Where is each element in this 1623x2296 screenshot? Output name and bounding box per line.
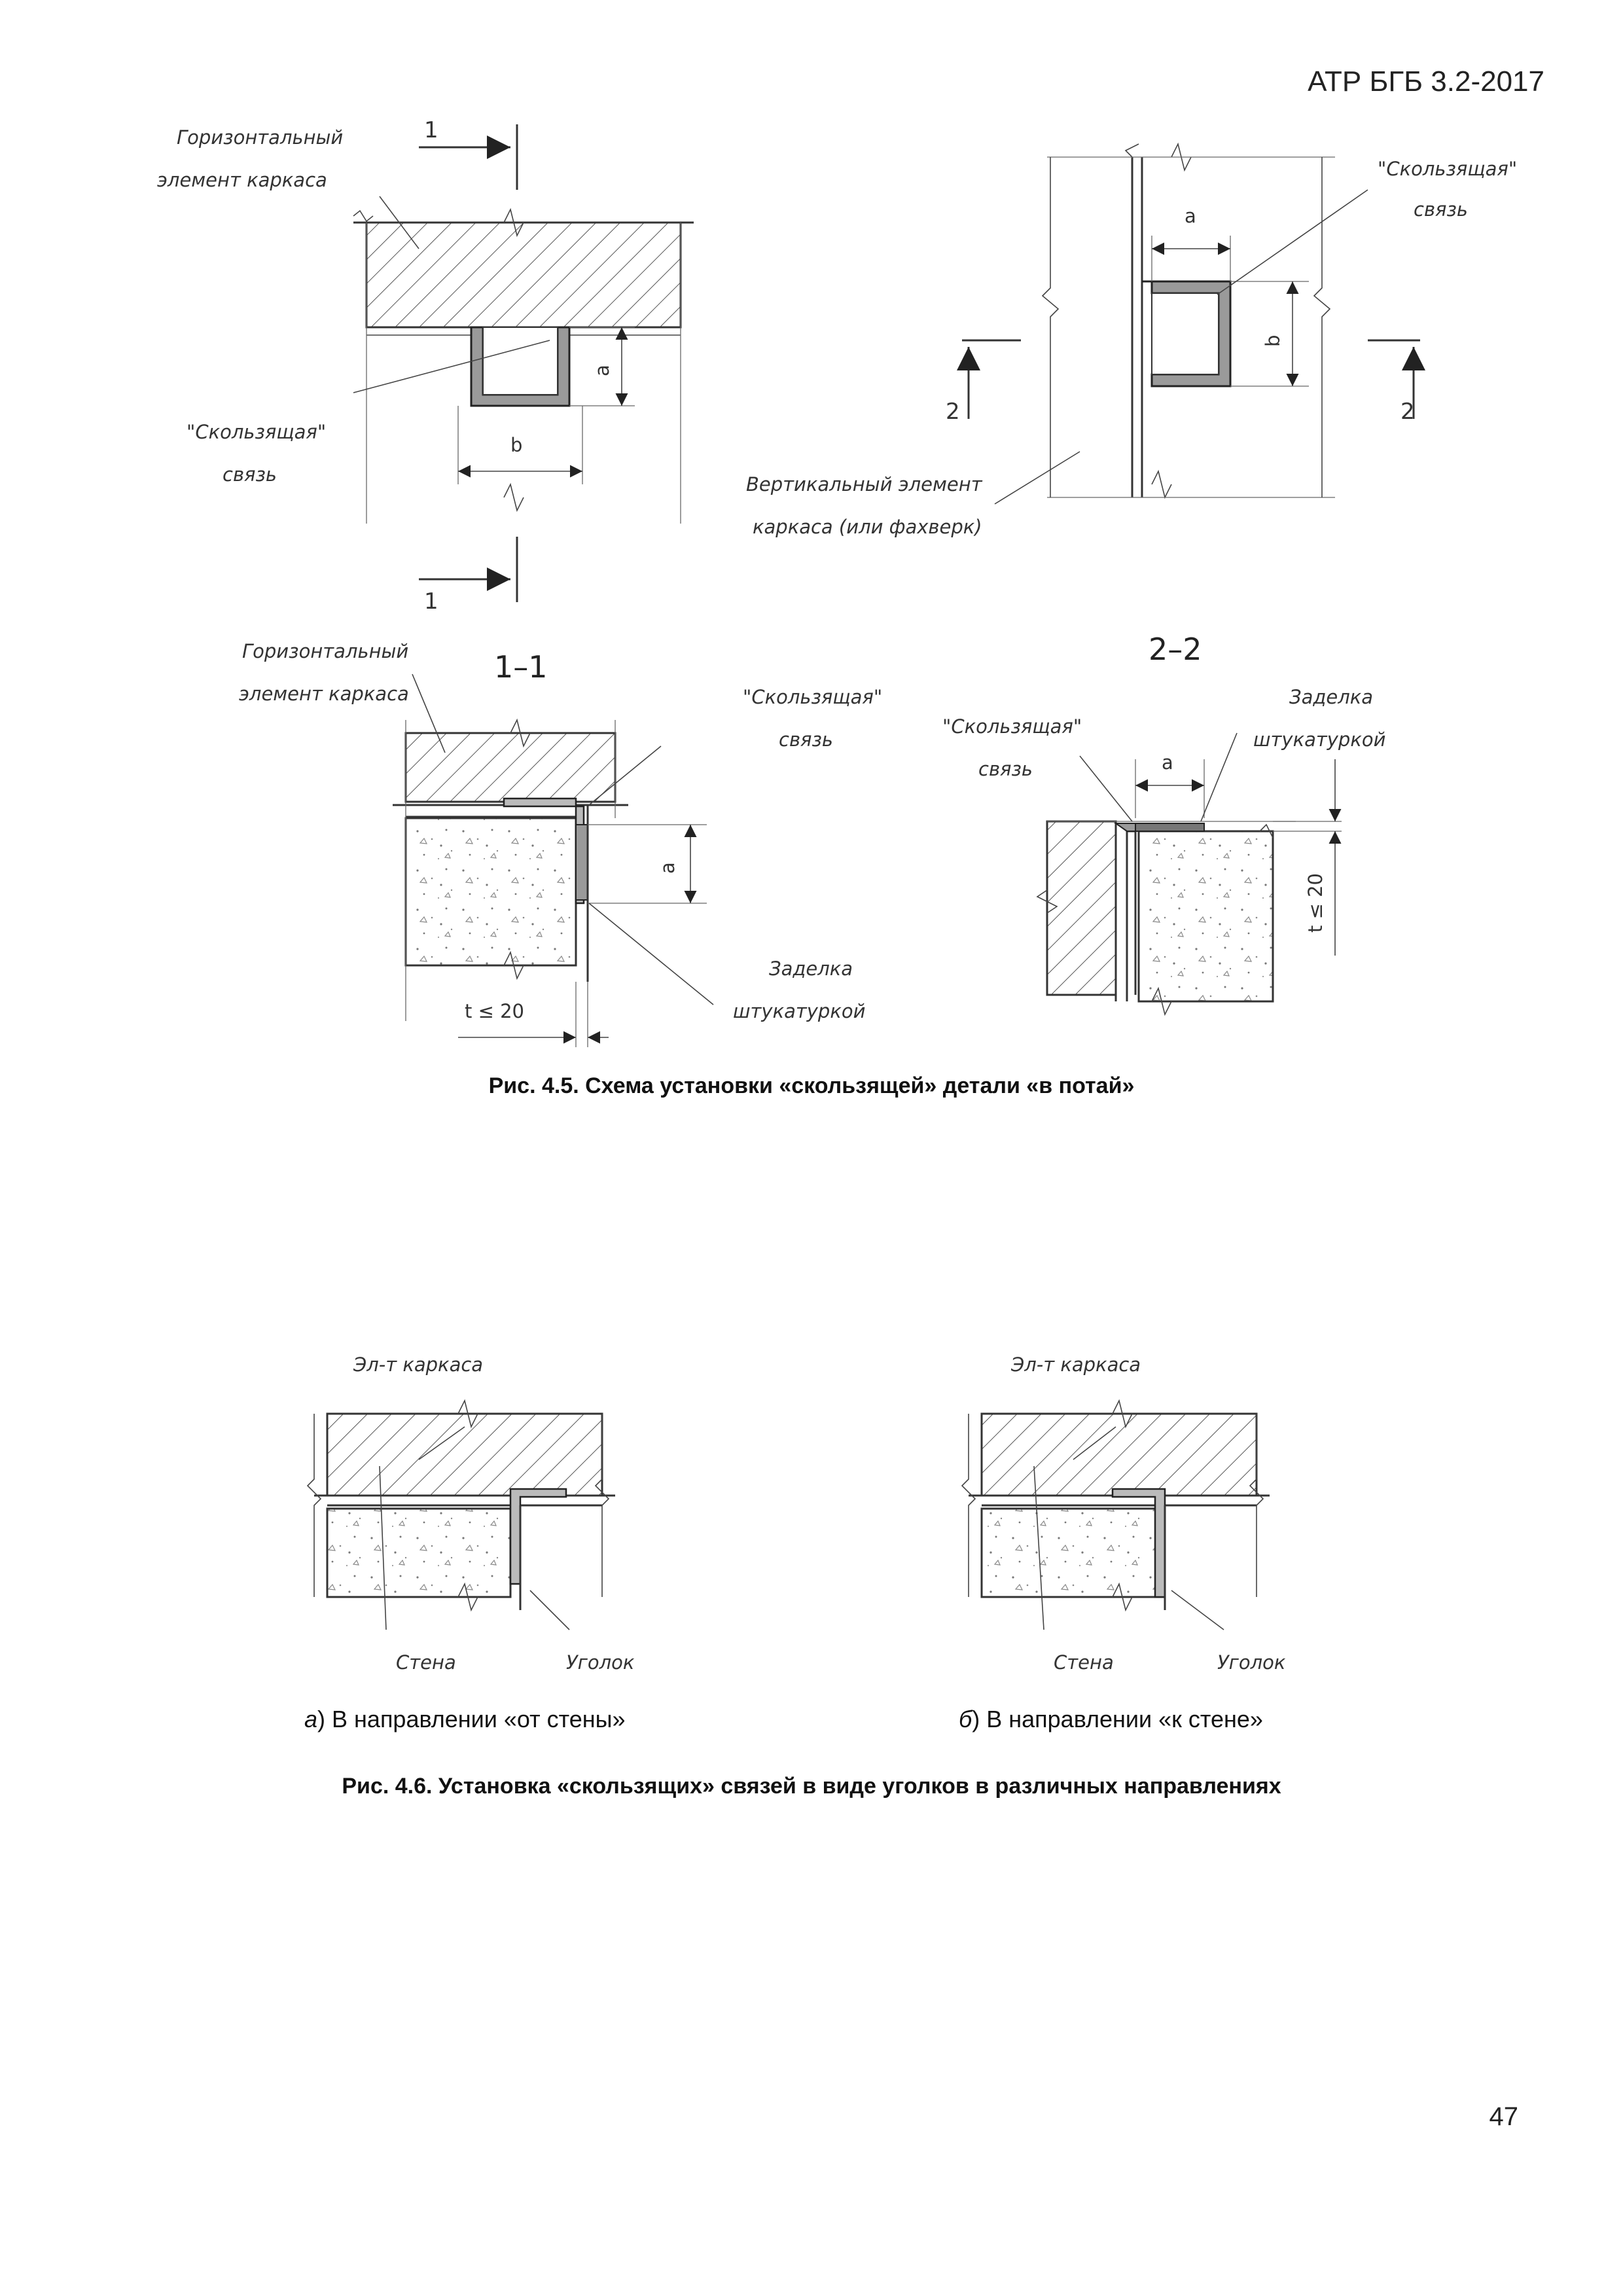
section-1-1-tie-label-line1: "Скользящая" xyxy=(743,686,882,708)
plan-2-cut-mark-left: 2 xyxy=(946,399,960,425)
figure-4-5-caption: Рис. 4.5. Схема установки «скользящей» д… xyxy=(488,1073,1135,1098)
section-2-2-dim-t: t ≤ 20 xyxy=(1304,873,1327,933)
panel-b-drawing xyxy=(961,1399,1270,1630)
plan-1-frame-label-line2: элемент каркаса xyxy=(157,169,327,191)
panel-b-caption: б) В направлении «к стене» xyxy=(959,1706,1263,1733)
plan-1-dim-b: b xyxy=(510,434,522,456)
section-2-2-title: 2–2 xyxy=(1149,632,1202,667)
section-1-1-drawing xyxy=(393,673,714,1047)
plan-1-drawing xyxy=(353,124,694,602)
plan-1-tie-label-line2: связь xyxy=(223,463,277,486)
page-number: 47 xyxy=(1489,2102,1519,2131)
plan-2-dim-a: a xyxy=(1185,205,1196,227)
section-1-1-tie-label-line2: связь xyxy=(779,728,833,751)
plan-1-tie-label-line1: "Скользящая" xyxy=(187,421,326,443)
plan-1-cut-mark-top: 1 xyxy=(424,117,438,143)
plan-2-cut-mark-right: 2 xyxy=(1400,399,1415,425)
panel-b-frame-label: Эл-т каркаса xyxy=(1010,1354,1141,1376)
plan-2-tie-label-line1: "Скользящая" xyxy=(1378,158,1517,180)
panel-a-frame-label: Эл-т каркаса xyxy=(353,1354,483,1376)
panel-b-angle-label: Уголок xyxy=(1217,1651,1286,1674)
section-2-2-plaster-label-line2: штукатуркой xyxy=(1253,728,1385,751)
plan-1-cut-mark-bottom: 1 xyxy=(424,588,438,615)
panel-a-angle-label: Уголок xyxy=(566,1651,635,1674)
section-1-1-dim-t: t ≤ 20 xyxy=(465,1000,524,1022)
section-1-1-dim-a: a xyxy=(656,862,679,874)
plan-2-frame-label-line1: Вертикальный элемент xyxy=(746,473,983,495)
plan-2-frame-label-line2: каркаса (или фахверк) xyxy=(753,516,982,538)
panel-a-drawing xyxy=(306,1399,615,1630)
section-1-1-frame-label-line1: Горизонтальный xyxy=(242,640,408,662)
plan-1-frame-label-line1: Горизонтальный xyxy=(177,126,343,149)
section-2-2-dim-a: a xyxy=(1162,751,1173,774)
section-2-2-drawing xyxy=(1036,732,1342,1016)
figure-4-6-caption: Рис. 4.6. Установка «скользящих» связей … xyxy=(342,1774,1281,1799)
panel-b-letter: б xyxy=(959,1706,972,1732)
panel-a-wall-label: Стена xyxy=(396,1651,456,1674)
plan-2-tie-label-line2: связь xyxy=(1414,198,1468,221)
panel-a-caption-text: ) В направлении «от стены» xyxy=(317,1706,626,1732)
section-1-1-plaster-label-line1: Заделка xyxy=(769,958,853,980)
panel-a-letter: а xyxy=(304,1706,318,1732)
panel-b-caption-text: ) В направлении «к стене» xyxy=(972,1706,1263,1732)
plan-1-dim-a: a xyxy=(591,365,613,376)
section-1-1-plaster-label-line2: штукатуркой xyxy=(733,1000,865,1022)
section-1-1-frame-label-line2: элемент каркаса xyxy=(239,683,409,705)
section-1-1-title: 1–1 xyxy=(494,649,548,685)
document-code: АТР БГБ 3.2-2017 xyxy=(1308,65,1544,98)
panel-a-caption: а) В направлении «от стены» xyxy=(304,1706,626,1733)
plan-2-drawing xyxy=(957,142,1425,505)
section-2-2-tie-label-line1: "Скользящая" xyxy=(942,715,1082,738)
section-2-2-tie-label-line2: связь xyxy=(978,758,1033,780)
section-2-2-plaster-label-line1: Заделка xyxy=(1289,686,1373,708)
plan-2-dim-b: b xyxy=(1262,335,1284,347)
panel-b-wall-label: Стена xyxy=(1054,1651,1114,1674)
